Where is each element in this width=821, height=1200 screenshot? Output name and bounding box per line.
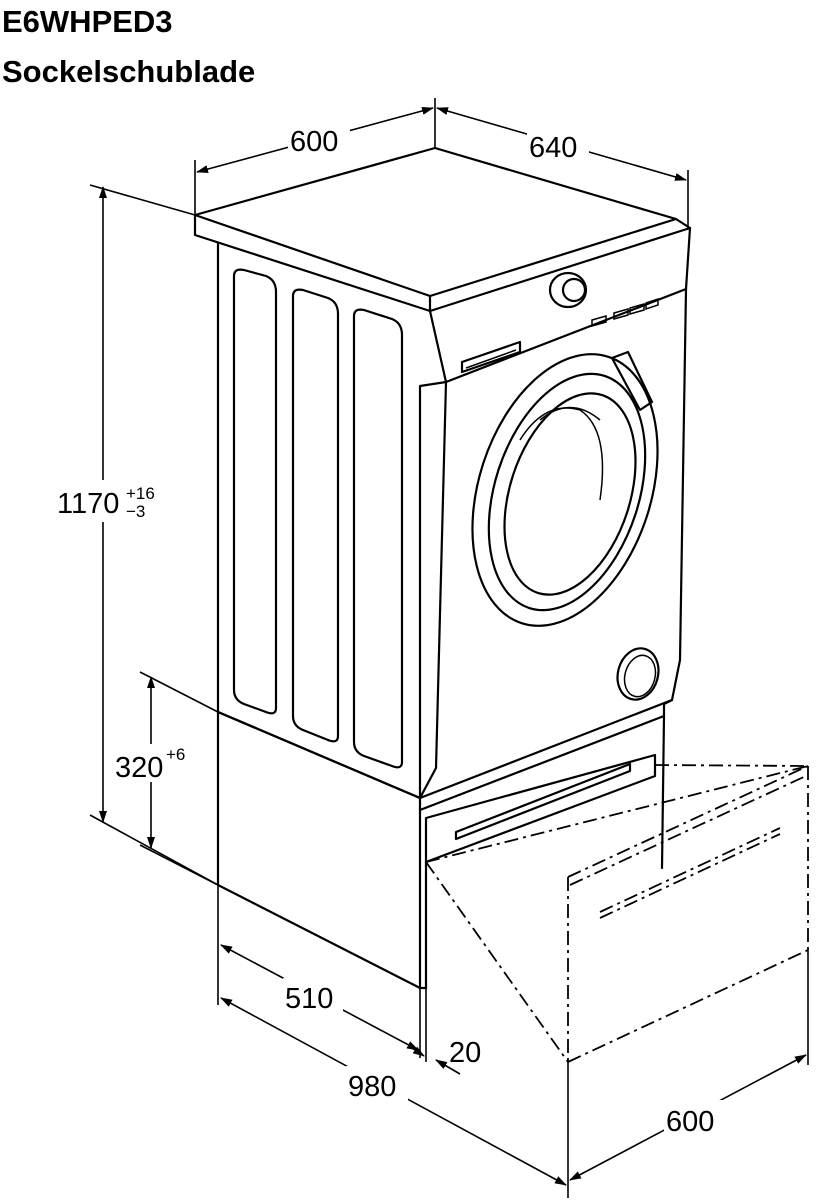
pedestal-drawer-icon: [216, 698, 809, 1063]
width-top-label: 600: [290, 126, 338, 158]
total-height-tolerance-plus: +16: [126, 484, 155, 503]
total-height-tolerance-minus: −3: [126, 502, 145, 521]
pedestal-depth-label: 510: [285, 983, 333, 1015]
depth-top-label: 640: [529, 132, 577, 164]
pedestal-height-tolerance: +6: [166, 745, 185, 764]
total-height-label: 1170: [57, 488, 119, 520]
pedestal-height-label: 320: [115, 752, 163, 784]
drawer-width-label: 600: [666, 1106, 714, 1138]
model-title: E6WHPED3: [2, 4, 173, 39]
dimension-lines: [89, 98, 809, 1198]
washing-machine-icon: [193, 146, 692, 800]
product-title: Sockelschublade: [2, 54, 256, 89]
total-depth-label: 980: [348, 1071, 396, 1103]
front-panel-label: 20: [449, 1037, 481, 1069]
